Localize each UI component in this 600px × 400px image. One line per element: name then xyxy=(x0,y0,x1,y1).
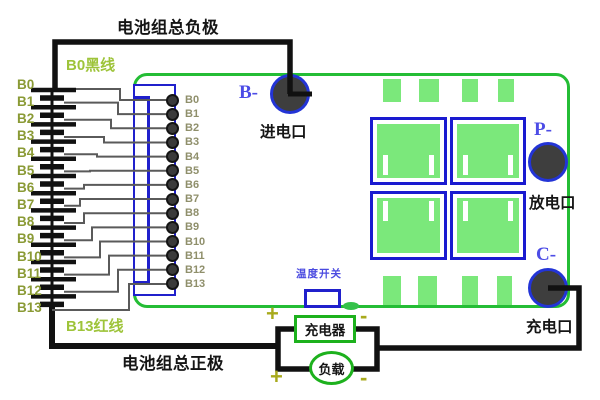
p-minus-label: P- xyxy=(534,119,552,140)
solder-pad xyxy=(462,79,478,102)
connector-pin xyxy=(166,107,179,121)
b-minus-port xyxy=(270,74,310,114)
mosfet xyxy=(370,191,447,260)
battery-tap-label: B0 xyxy=(17,76,35,92)
battery-tap-label: B11 xyxy=(17,265,42,281)
connector-pin-label: B0 xyxy=(185,94,200,106)
solder-pad xyxy=(383,276,401,305)
connector-pin-label: B11 xyxy=(185,249,205,262)
connector-pin xyxy=(166,150,179,164)
connector-pin-label: B10 xyxy=(185,235,206,248)
battery-tap-label: B9 xyxy=(17,231,35,247)
load-ellipse: 负载 xyxy=(309,351,354,385)
battery-tap-label: B5 xyxy=(17,162,35,178)
temp-switch-body xyxy=(304,289,341,308)
battery-tap-label: B2 xyxy=(17,110,35,126)
b-minus-label: B- xyxy=(239,82,258,103)
c-minus-port xyxy=(528,268,568,308)
charger-label: 充电器 xyxy=(304,323,346,338)
pack-negative-title: 电池组总负极 xyxy=(117,19,219,37)
mosfet xyxy=(450,191,526,260)
connector-pin xyxy=(166,93,179,107)
solder-pad xyxy=(383,79,401,102)
battery-tap-label: B3 xyxy=(17,128,35,144)
solder-pad xyxy=(419,79,439,102)
solder-pad xyxy=(497,276,512,305)
connector-pin xyxy=(166,192,179,206)
connector-pin-label: B12 xyxy=(185,263,206,276)
connector-pin xyxy=(166,178,179,192)
battery-tap-label: B8 xyxy=(17,214,35,230)
connector-pin-label: B4 xyxy=(185,150,200,163)
solder-pad xyxy=(462,276,478,305)
battery-tap-label: B13 xyxy=(17,300,42,316)
battery-tap-label: B1 xyxy=(17,93,35,109)
charger-minus-sign: - xyxy=(360,303,368,328)
connector-pin-label: B1 xyxy=(185,108,200,121)
connector-pin xyxy=(166,263,179,277)
connector-notch xyxy=(134,96,148,99)
connector-pin xyxy=(166,121,179,135)
connector-pin-label: B9 xyxy=(185,221,200,234)
b0-wire-tag: B0黑线 xyxy=(66,57,116,74)
battery-tap-label: B7 xyxy=(17,196,35,212)
battery-tap-label: B6 xyxy=(17,179,35,195)
edge-pad xyxy=(343,302,359,310)
connector-inner-wall xyxy=(147,96,150,284)
connector-pin-label: B5 xyxy=(185,164,200,177)
connector-pin xyxy=(166,206,179,220)
temp-switch-label: 温度开关 xyxy=(296,268,342,280)
pack-positive-title: 电池组总正极 xyxy=(122,355,224,373)
solder-pad xyxy=(498,79,514,102)
connector-pin xyxy=(166,249,179,263)
connector-pin xyxy=(166,164,179,178)
connector-pin-label: B13 xyxy=(185,277,206,290)
battery-tap-label: B12 xyxy=(17,282,42,298)
load-label: 负载 xyxy=(318,361,345,377)
connector-pin xyxy=(166,135,179,149)
mosfet xyxy=(370,117,447,185)
connector-pin-label: B7 xyxy=(185,193,200,206)
connector-pin-label: B3 xyxy=(185,136,200,149)
charger-box: 充电器 xyxy=(294,315,356,343)
b13-wire-tag: B13红线 xyxy=(66,318,124,335)
connector-pin xyxy=(166,277,179,291)
battery-tap-label: B10 xyxy=(17,248,42,264)
load-minus-sign: - xyxy=(360,365,368,390)
connector-pin-label: B8 xyxy=(185,207,200,220)
connector-notch xyxy=(134,281,148,284)
charger-plus-sign: + xyxy=(266,301,279,326)
p-minus-caption: 放电口 xyxy=(529,195,576,212)
connector-pin xyxy=(166,220,179,234)
b-minus-caption: 进电口 xyxy=(260,124,307,141)
mosfet xyxy=(450,117,526,185)
battery-tap-label: B4 xyxy=(17,145,35,161)
connector-pin-label: B6 xyxy=(185,178,200,191)
solder-pad xyxy=(418,276,437,305)
c-minus-caption: 充电口 xyxy=(526,319,573,336)
c-minus-label: C- xyxy=(536,244,557,265)
connector-pin-label: B2 xyxy=(185,122,200,135)
connector-pin xyxy=(166,235,179,248)
pcb-board xyxy=(133,73,570,308)
p-minus-port xyxy=(528,142,568,182)
load-plus-sign: + xyxy=(270,364,283,389)
